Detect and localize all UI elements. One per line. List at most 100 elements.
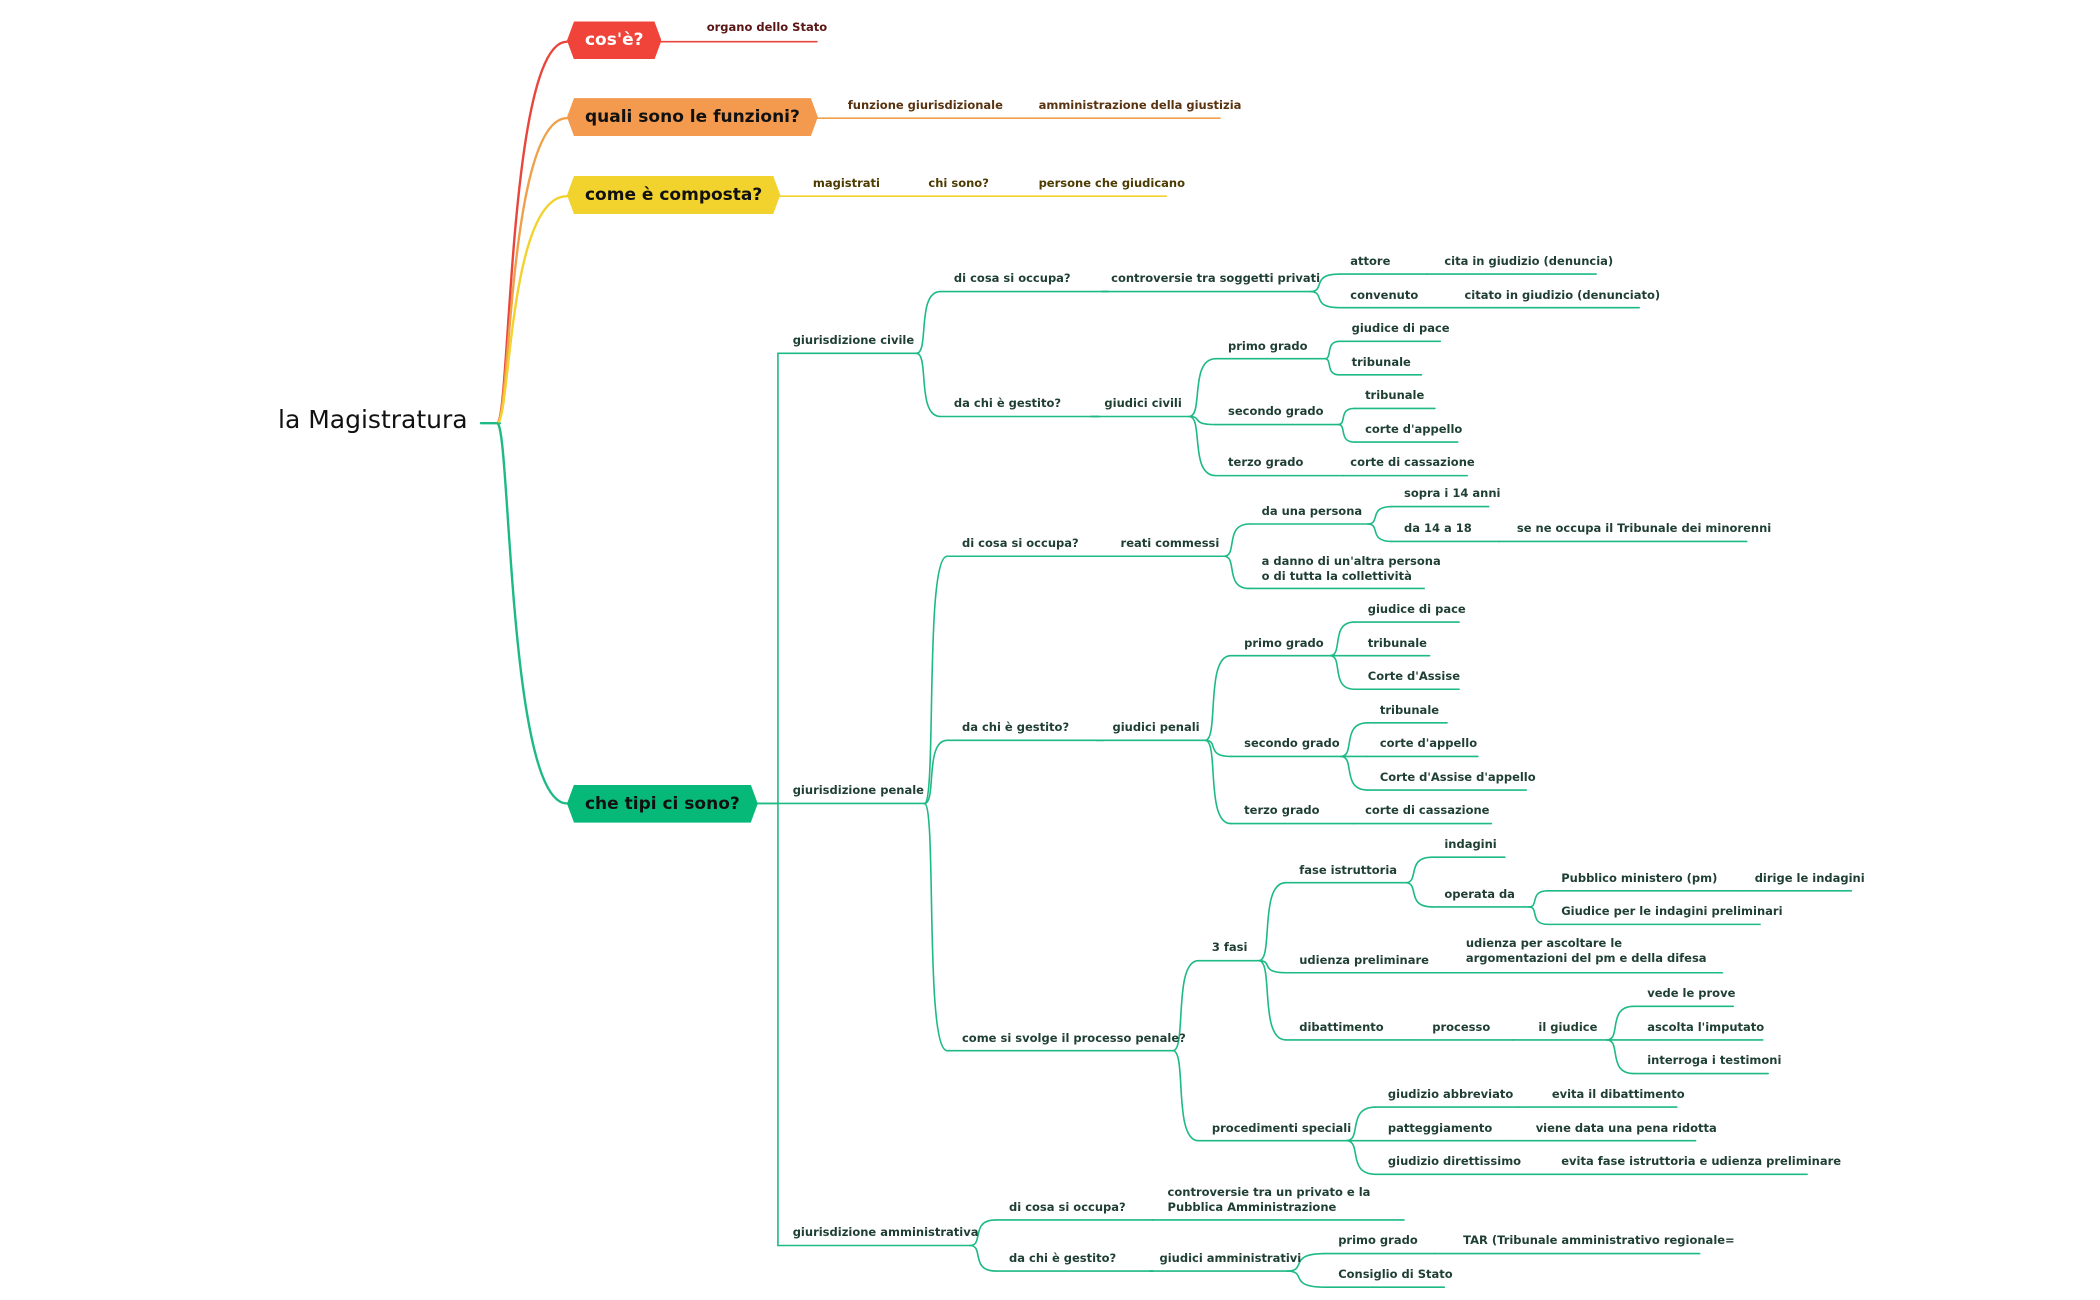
node-label[interactable]: se ne occupa il Tribunale dei minorenni <box>1516 521 1772 536</box>
node-label[interactable]: terzo grado <box>1244 803 1320 818</box>
node-label[interactable]: funzione giurisdizionale <box>847 98 1003 113</box>
node-label[interactable]: dibattimento <box>1299 1019 1384 1034</box>
node-label[interactable]: attore <box>1350 253 1391 268</box>
connector <box>1404 856 1434 884</box>
node-label[interactable]: da chi è gestito? <box>953 396 1062 411</box>
node-label[interactable]: processo <box>1432 1019 1491 1034</box>
node-label[interactable]: Giudice per le indagini preliminari <box>1561 904 1783 919</box>
node-label[interactable]: corte d'appello <box>1365 421 1463 436</box>
node-label[interactable]: chi sono? <box>928 176 989 190</box>
node-label[interactable]: da chi è gestito? <box>1009 1250 1117 1265</box>
node-label[interactable]: citato in giudizio (denunciato) <box>1464 287 1661 302</box>
node-label[interactable]: patteggiamento <box>1387 1120 1493 1135</box>
node-label[interactable]: sopra i 14 anni <box>1404 486 1501 501</box>
node-label[interactable]: dirige le indagini <box>1754 870 1865 885</box>
node-label[interactable]: magistrati <box>812 176 880 190</box>
node-label[interactable]: giudice di pace <box>1351 321 1450 336</box>
connector <box>1366 523 1393 543</box>
node-label[interactable]: corte d'appello <box>1379 736 1478 751</box>
connector <box>923 802 949 1052</box>
node-label[interactable]: da una persona <box>1261 503 1363 518</box>
node-label[interactable]: TAR (Tribunale amministrativo regionale= <box>1463 1233 1735 1248</box>
node-label[interactable]: primo grado <box>1228 338 1308 353</box>
connector <box>1286 1252 1326 1272</box>
connector <box>1223 555 1251 590</box>
node-label[interactable]: vede le prove <box>1647 986 1736 1001</box>
node-label[interactable]: giudici amministrativi <box>1159 1250 1302 1265</box>
node-label[interactable]: tribunale <box>1379 702 1440 717</box>
node-label[interactable]: viene data una pena ridotta <box>1535 1120 1717 1135</box>
node-label[interactable]: primo grado <box>1244 635 1324 650</box>
connector <box>1528 906 1549 926</box>
node-label[interactable]: organo dello Stato <box>706 20 828 35</box>
node-label[interactable]: evita fase istruttoria e udienza prelimi… <box>1561 1154 1842 1169</box>
node-label[interactable]: indagini <box>1444 837 1497 852</box>
node-label[interactable]: amministrazione della giustizia <box>1038 98 1242 113</box>
node-label[interactable]: terzo grado <box>1228 455 1304 470</box>
node-label[interactable]: di cosa si occupa? <box>953 271 1071 286</box>
node-label[interactable]: corte di cassazione <box>1350 455 1475 470</box>
node-label[interactable]: primo grado <box>1338 1233 1418 1248</box>
connector <box>1329 654 1356 691</box>
node-label[interactable]: ascolta l'imputato <box>1647 1019 1765 1034</box>
node-label[interactable]: procedimenti speciali <box>1211 1120 1352 1135</box>
connector <box>1204 739 1232 825</box>
node-label[interactable]: da 14 a 18 <box>1404 521 1472 536</box>
node-label[interactable]: persone che giudicano <box>1038 176 1186 190</box>
node-label[interactable]: tribunale <box>1367 635 1427 650</box>
connector <box>1606 1005 1635 1041</box>
node-label[interactable]: Corte d'Assise <box>1367 669 1460 684</box>
connector <box>1366 505 1393 525</box>
connector <box>1337 423 1356 443</box>
node-label[interactable]: secondo grado <box>1244 736 1340 751</box>
node-label[interactable]: secondo grado <box>1228 404 1324 419</box>
connector <box>1345 1106 1377 1142</box>
node-label[interactable]: interroga i testimoni <box>1647 1053 1782 1068</box>
node-label[interactable]: tribunale <box>1351 354 1411 369</box>
connector <box>1188 357 1217 418</box>
topic-composizione[interactable]: come è composta? <box>567 176 780 214</box>
node-label[interactable]: controversie tra un privato e la Pubblic… <box>1167 1185 1371 1215</box>
connector <box>923 555 949 805</box>
node-label[interactable]: reati commessi <box>1120 536 1220 551</box>
node-label[interactable]: convenuto <box>1350 287 1419 302</box>
node-label[interactable]: tribunale <box>1365 388 1425 403</box>
connector <box>1188 415 1217 477</box>
topic-cose[interactable]: cos'è? <box>567 21 661 59</box>
node-label[interactable]: 3 fasi <box>1211 940 1248 955</box>
node-label[interactable]: evita il dibattimento <box>1551 1086 1685 1101</box>
node-label[interactable]: udienza preliminare <box>1299 952 1429 967</box>
node-label[interactable]: controversie tra soggetti privati <box>1111 271 1321 286</box>
node-label[interactable]: di cosa si occupa? <box>1009 1199 1126 1214</box>
connector <box>1258 959 1287 1041</box>
connector <box>1329 621 1356 657</box>
node-label[interactable]: giudici penali <box>1112 720 1200 735</box>
topic-tipi[interactable]: che tipi ci sono? <box>567 785 758 823</box>
connector <box>1309 290 1341 309</box>
node-label[interactable]: operata da <box>1444 886 1515 901</box>
node-label[interactable]: di cosa si occupa? <box>961 536 1079 551</box>
connector <box>915 290 942 355</box>
node-label[interactable]: da chi è gestito? <box>961 720 1070 735</box>
node-label[interactable]: giurisdizione amministrativa <box>792 1225 979 1240</box>
node-label[interactable]: Consiglio di Stato <box>1338 1266 1453 1281</box>
node-label[interactable]: fase istruttoria <box>1299 862 1398 877</box>
node-label[interactable]: Pubblico ministero (pm) <box>1561 870 1718 885</box>
node-label[interactable]: giudizio abbreviato <box>1387 1086 1514 1101</box>
node-label[interactable]: Corte d'Assise d'appello <box>1379 769 1536 784</box>
node-label[interactable]: giudizio direttissimo <box>1387 1154 1522 1169</box>
node-label[interactable]: corte di cassazione <box>1365 803 1490 818</box>
node-label[interactable]: giudici civili <box>1104 396 1182 411</box>
node-label[interactable]: il giudice <box>1538 1019 1598 1034</box>
connector <box>923 739 949 805</box>
topic-funzioni[interactable]: quali sono le funzioni? <box>567 98 818 136</box>
node-label[interactable]: giurisdizione penale <box>792 783 924 798</box>
node-label[interactable]: giudice di pace <box>1367 601 1466 616</box>
node-label[interactable]: a danno di un'altra persona o di tutta l… <box>1261 553 1441 583</box>
node-label[interactable]: come si svolge il processo penale? <box>961 1030 1186 1045</box>
node-label[interactable]: giurisdizione civile <box>792 333 915 348</box>
node-label[interactable]: cita in giudizio (denuncia) <box>1444 253 1614 268</box>
node-label[interactable]: udienza per ascoltare le argomentazioni … <box>1465 936 1707 966</box>
root-title[interactable]: la Magistratura <box>278 405 468 434</box>
